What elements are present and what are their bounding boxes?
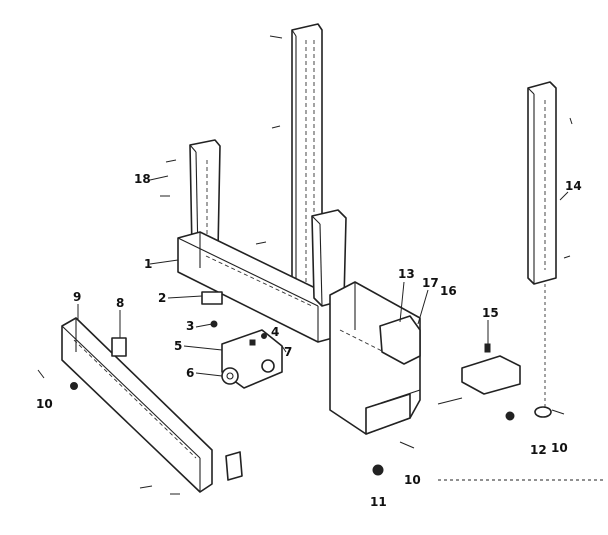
callout-7: 7: [284, 345, 292, 359]
mount-bracket: [379, 315, 421, 365]
callout-2: 2: [158, 291, 166, 305]
gear-assembly: [221, 329, 283, 389]
callout-8: 8: [116, 296, 124, 310]
callout-18: 18: [134, 172, 151, 186]
callout-leaders: [77, 175, 606, 481]
callout-16: 16: [440, 284, 457, 298]
left-upright-bracket: [189, 139, 221, 257]
callout-6: 6: [186, 366, 194, 380]
callout-11: 11: [370, 495, 387, 509]
callout-12: 12: [530, 443, 547, 457]
front-rail: [61, 317, 213, 493]
callout-5: 5: [174, 339, 182, 353]
callout-3: 3: [186, 319, 194, 333]
callout-10-bottom: 10: [404, 473, 421, 487]
callout-15: 15: [482, 306, 499, 320]
callout-labels: 1 2 3 4 5 6 7 8 9 10 10 10 11 12 13 14 1…: [36, 172, 582, 509]
rail-bracket: [111, 337, 127, 357]
callout-4: 4: [271, 325, 279, 339]
callout-10-left: 10: [36, 397, 53, 411]
right-column-assembly: [527, 81, 557, 418]
callout-14: 14: [565, 179, 582, 193]
callout-13: 13: [398, 267, 415, 281]
callout-10-right: 10: [551, 441, 568, 455]
end-bracket: [225, 451, 243, 481]
callout-1: 1: [144, 257, 152, 271]
screws: [37, 35, 573, 495]
callout-17: 17: [422, 276, 439, 290]
callout-9: 9: [73, 290, 81, 304]
foot-plate: [461, 343, 521, 395]
